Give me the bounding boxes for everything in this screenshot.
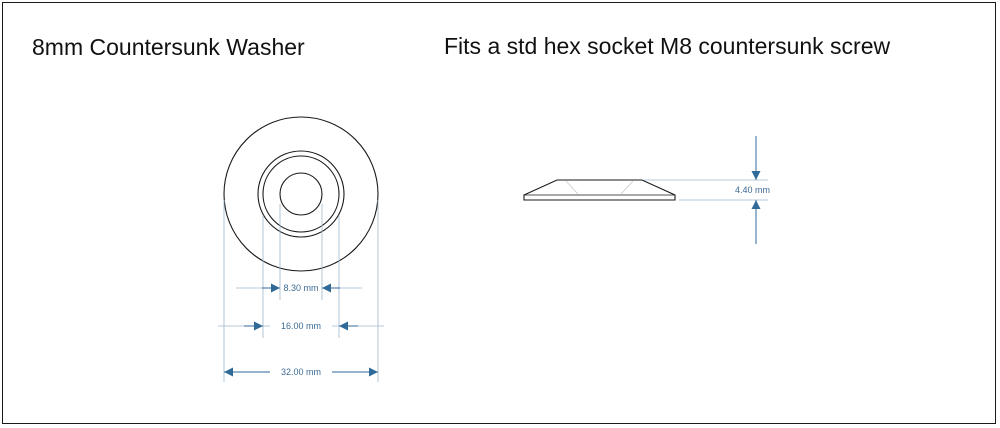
washer-title: 8mm Countersunk Washer bbox=[32, 34, 305, 60]
screw-fit-note: Fits a std hex socket M8 countersunk scr… bbox=[444, 33, 891, 59]
top-view-extension-lines bbox=[223, 200, 379, 382]
dim-label-outer: 32.00 mm bbox=[281, 367, 321, 377]
dim-thickness: 4.40 mm bbox=[644, 136, 770, 244]
washer-top-view bbox=[223, 116, 379, 272]
dim-label-countersink: 16.00 mm bbox=[281, 321, 321, 331]
dim-label-inner-hole: 8.30 mm bbox=[283, 283, 318, 293]
side-profile bbox=[523, 179, 676, 201]
dim-outer: 32.00 mm bbox=[224, 366, 378, 378]
dim-inner-hole: 8.30 mm bbox=[236, 283, 362, 293]
washer-side-view bbox=[523, 179, 676, 201]
dim-label-thickness: 4.40 mm bbox=[735, 185, 770, 195]
dim-countersink: 16.00 mm bbox=[218, 320, 384, 332]
countersink-inner-circle bbox=[262, 155, 340, 233]
inner-hole-circle bbox=[279, 172, 323, 216]
outer-edge-circle bbox=[223, 116, 379, 272]
countersink-outer-circle bbox=[257, 150, 345, 238]
